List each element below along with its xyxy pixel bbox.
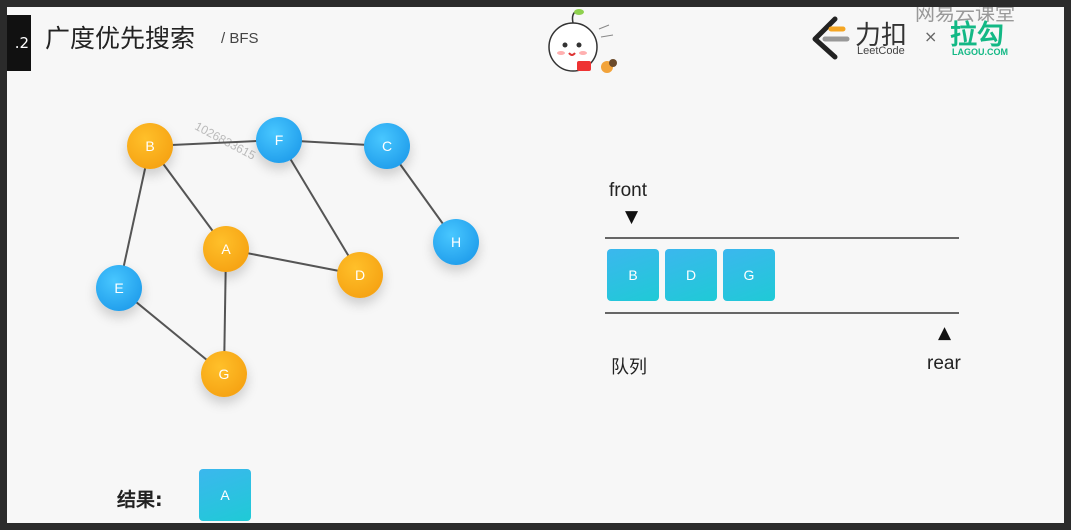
- graph-node-C: C: [364, 123, 410, 169]
- brand-leetcode-en: LeetCode: [857, 45, 905, 57]
- brand-lagou-en: LAGOU.COM: [952, 47, 1008, 57]
- queue-front-label: front: [609, 180, 648, 201]
- graph-node-F: F: [256, 117, 302, 163]
- graph-node-G: G: [201, 351, 247, 397]
- front-arrow-icon: ▼: [625, 207, 639, 227]
- top-right-partial-text: 网易云课堂: [915, 7, 1015, 25]
- slide: .2 广度优先搜索 / BFS 1026833615 力扣 LeetCode ×…: [7, 7, 1064, 523]
- queue-rear-label: rear: [927, 353, 961, 374]
- queue-name-label: 队列: [611, 357, 647, 378]
- queue-bottom-rail: [605, 312, 959, 314]
- queue-item: D: [665, 249, 717, 301]
- page-title: 广度优先搜索: [45, 24, 196, 53]
- graph-edges: [118, 139, 457, 375]
- queue-item: B: [607, 249, 659, 301]
- brand-lagou-name: 拉勾: [950, 20, 1004, 51]
- leetcode-logo-icon: [812, 16, 850, 60]
- mascot-sticker-icon: [548, 9, 617, 73]
- result-item: A: [199, 469, 251, 521]
- graph-node-D: D: [337, 252, 383, 298]
- graph-node-A: A: [203, 226, 249, 272]
- edge-F-D: [278, 139, 361, 276]
- queue-top-rail: [605, 237, 959, 239]
- queue-item: G: [723, 249, 775, 301]
- edge-B-E: [118, 145, 151, 289]
- page-subtitle: / BFS: [221, 30, 259, 47]
- brand-times: ×: [924, 27, 938, 46]
- result-label: 结果:: [117, 489, 163, 511]
- rear-arrow-icon: ▲: [938, 323, 952, 343]
- graph-node-E: E: [96, 265, 142, 311]
- section-badge: .2: [7, 15, 31, 71]
- graph-node-H: H: [433, 219, 479, 265]
- graph-node-B: B: [127, 123, 173, 169]
- brand-leetcode-name: 力扣: [855, 21, 908, 51]
